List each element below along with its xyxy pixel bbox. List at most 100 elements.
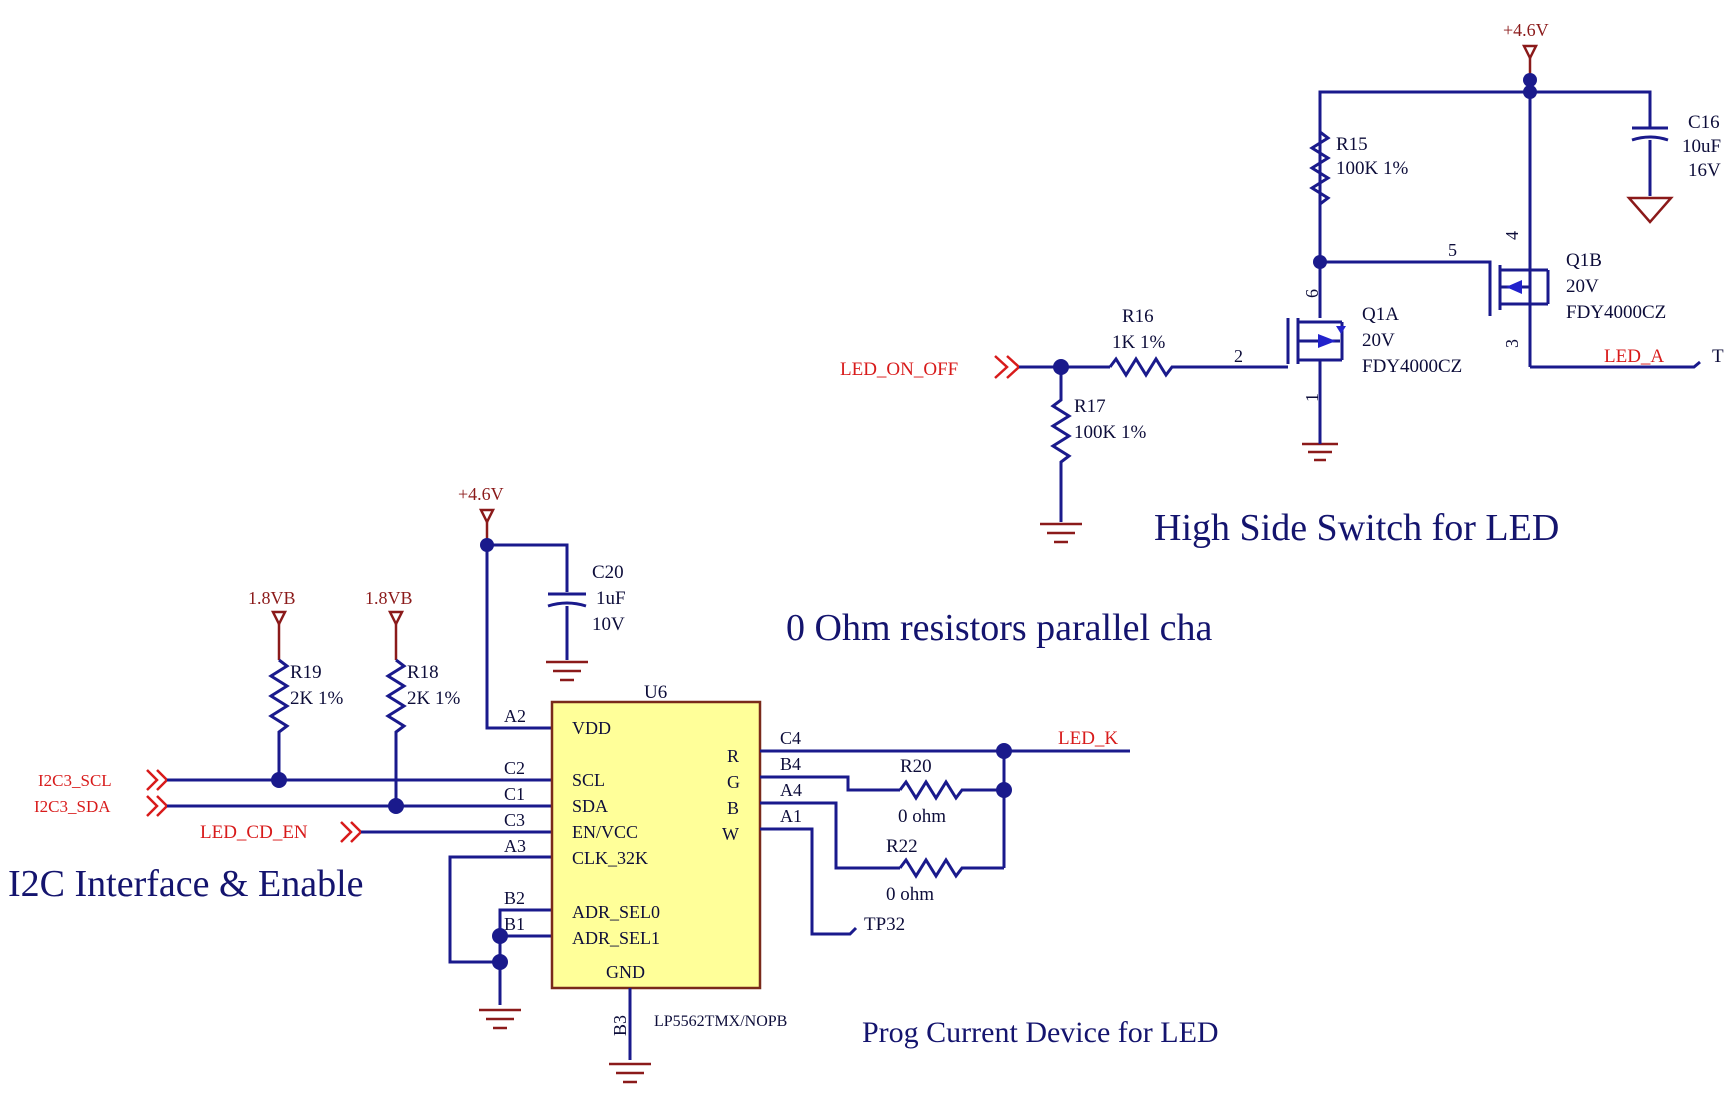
pin-name: B: [727, 798, 739, 818]
component-value: 2K 1%: [407, 688, 460, 709]
component-ref: R15: [1336, 134, 1368, 155]
junction-dot: [492, 928, 508, 944]
pin-name: SCL: [572, 770, 605, 790]
component-ref: R22: [886, 836, 918, 857]
ball-label: B3: [610, 1015, 630, 1036]
component-ref: R18: [407, 662, 439, 683]
wire-g: [760, 775, 900, 792]
power-symbol-4v6-top: +4.6V: [1503, 20, 1549, 80]
component-voltage: 20V: [1566, 276, 1599, 297]
resistor-r15: R15 100K 1%: [1309, 92, 1408, 262]
ball-label: B1: [504, 914, 525, 934]
wire-top-rail: [1318, 90, 1652, 273]
capacitor-c20: C20 1uF 10V: [546, 562, 626, 682]
resistor-r19: R19 2K 1%: [268, 658, 343, 780]
resistor-r18: R18 2K 1%: [385, 658, 460, 806]
pin-number: 6: [1302, 289, 1322, 298]
pin-number: 5: [1448, 240, 1457, 260]
pin-name: R: [727, 746, 739, 766]
section-title-i2c: I2C Interface & Enable: [8, 863, 364, 905]
pin-number: 1: [1302, 393, 1322, 402]
net-label-led-a: LED_A: [1604, 346, 1664, 367]
ball-label: C3: [504, 810, 525, 830]
ball-label: B2: [504, 888, 525, 908]
component-part: FDY4000CZ: [1362, 356, 1462, 377]
power-symbol-1v8-r18: 1.8VB: [365, 588, 413, 660]
component-value: 1K 1%: [1112, 332, 1165, 353]
ball-label: A2: [504, 706, 526, 726]
wire-q1b-gate: [1320, 260, 1492, 316]
power-symbol-1v8-r19: 1.8VB: [248, 588, 296, 660]
pin-name: CLK_32K: [572, 848, 648, 868]
pin-number: 2: [1234, 346, 1243, 366]
chip-body: [550, 700, 762, 990]
component-value: 10uF: [1682, 136, 1721, 157]
component-part: FDY4000CZ: [1566, 302, 1666, 323]
component-ref: R20: [900, 756, 932, 777]
net-label-led-cd-en: LED_CD_EN: [200, 822, 308, 843]
net-label-tp32: TP32: [864, 914, 905, 935]
capacitor-c16: C16 10uF 16V: [1626, 112, 1721, 224]
ground-symbol: [609, 1062, 651, 1084]
pin-number: 4: [1502, 231, 1522, 240]
wire-vdd: [485, 540, 552, 730]
ground-symbol: [1302, 440, 1338, 462]
junction-dot: [492, 954, 508, 970]
component-value: 2K 1%: [290, 688, 343, 709]
junction-dot: [271, 772, 287, 788]
resistor-r17: R17 100K 1%: [1050, 367, 1146, 522]
ic-u6: U6 VDD SCL SDA EN/VCC CLK_32K ADR_SEL0 A…: [550, 682, 787, 1030]
component-ref: C16: [1688, 112, 1720, 133]
ball-label: C2: [504, 758, 525, 778]
junction-dot: [1523, 73, 1537, 87]
resistor-r20: R20 0 ohm: [898, 756, 1004, 827]
pin-name: W: [722, 824, 739, 844]
component-ref: U6: [644, 682, 667, 703]
mosfet-q1b: 4 3 Q1B 20V FDY4000CZ: [1488, 92, 1666, 367]
component-ref: R19: [290, 662, 322, 683]
section-title-prog: Prog Current Device for LED: [862, 1016, 1219, 1049]
ground-symbol: [1626, 196, 1674, 224]
ball-label: A1: [780, 806, 802, 826]
ground-symbol: [479, 1008, 521, 1030]
component-value: 0 ohm: [898, 806, 946, 827]
component-ref: Q1A: [1362, 304, 1399, 325]
wire-c20: [487, 543, 569, 592]
resistor-r16: R16 1K 1% 2: [1108, 306, 1288, 378]
power-label: 1.8VB: [365, 588, 413, 608]
ball-label: C1: [504, 784, 525, 804]
wire-clk: [448, 855, 552, 964]
power-label: +4.6V: [458, 484, 504, 504]
resistor-r22: R22 0 ohm: [886, 836, 1004, 905]
pin-name: ADR_SEL1: [572, 928, 660, 948]
ball-label: A3: [504, 836, 526, 856]
pin-name: EN/VCC: [572, 822, 638, 842]
wire-w: [760, 827, 858, 936]
pin-name: SDA: [572, 796, 608, 816]
junction-dot: [388, 798, 404, 814]
component-value: 0 ohm: [886, 884, 934, 905]
mosfet-q1a: 6 1 Q1A 20V FDY4000CZ: [1286, 262, 1462, 440]
pin-name: G: [727, 772, 740, 792]
ball-label: C4: [780, 728, 801, 748]
component-ref: C20: [592, 562, 624, 583]
power-label: +4.6V: [1503, 20, 1549, 40]
component-value: 100K 1%: [1074, 422, 1146, 443]
pin-number: 3: [1502, 339, 1522, 348]
net-label-led-on-off: LED_ON_OFF: [840, 359, 958, 380]
net-label-i2c3-sda: I2C3_SDA: [34, 797, 111, 816]
high-side-switch-section: +4.6V C16 10uF 16V R15 100K 1% 5: [840, 20, 1724, 549]
ground-symbol: [1040, 522, 1082, 544]
pin-name: ADR_SEL0: [572, 902, 660, 922]
wire-b: [760, 801, 900, 870]
wire-led-a: [1530, 360, 1701, 369]
junction-dot: [996, 782, 1012, 798]
net-label-tail: T: [1712, 346, 1724, 367]
component-value: 1uF: [596, 588, 626, 609]
power-label: 1.8VB: [248, 588, 296, 608]
ball-label: A4: [780, 780, 802, 800]
component-ref: R16: [1122, 306, 1154, 327]
component-ref: R17: [1074, 396, 1106, 417]
pin-name: VDD: [572, 718, 611, 738]
